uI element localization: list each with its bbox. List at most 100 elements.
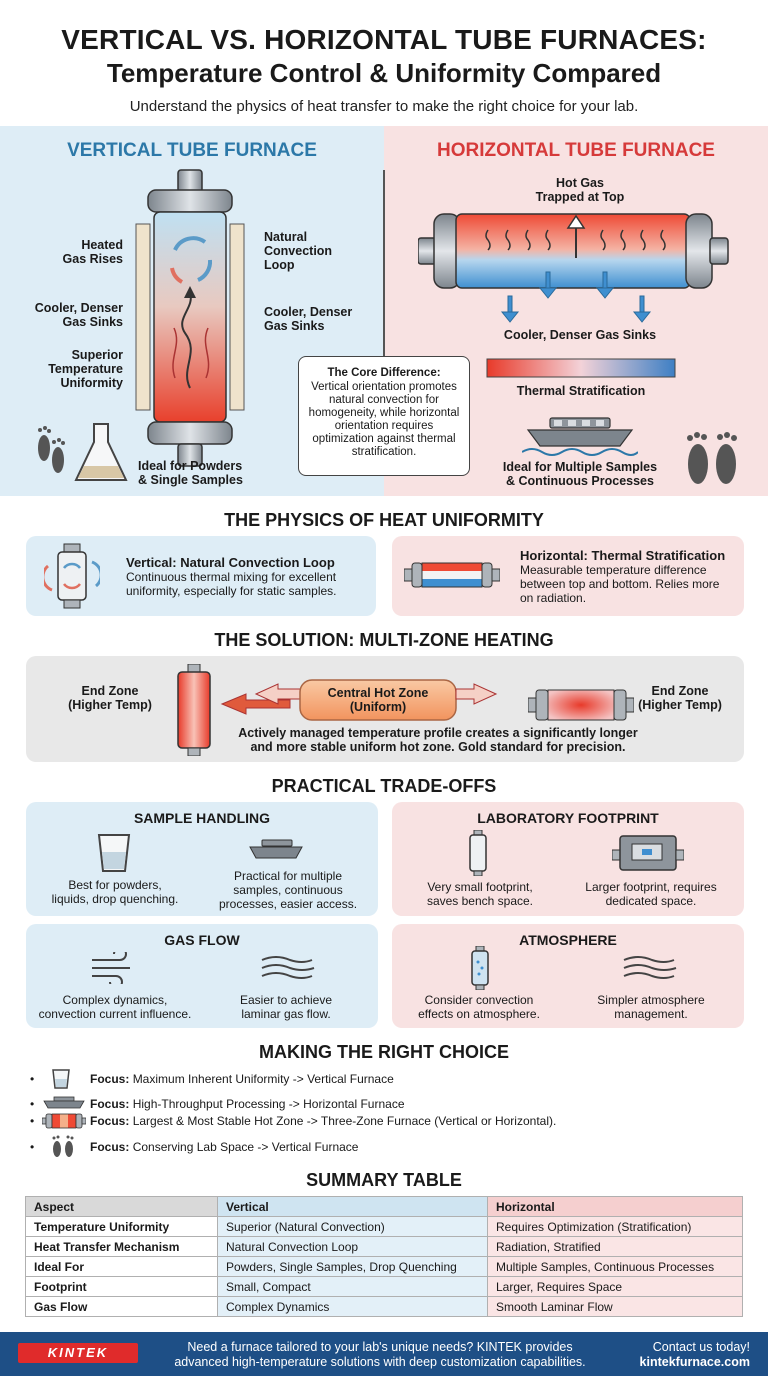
choice-item: Focus: Conserving Lab Space -> Vertical … [90,1140,710,1154]
table-row: Heat Transfer Mechanism Natural Convecti… [25,1236,743,1257]
horizontal-heading: HORIZONTAL TUBE FURNACE [437,140,715,161]
sample-handling-card [26,802,378,916]
turbulent-flow-icon [92,952,130,984]
table-header-row: Aspect Vertical Horizontal [25,1196,743,1217]
sample-handling-title: SAMPLE HANDLING [133,810,271,826]
horizontal-stratification-icon [404,562,500,588]
boat-icon [43,1096,85,1109]
gas-flow-card [26,924,378,1028]
stratification-bar [486,358,676,378]
vertical-furnace-illustration [135,169,245,467]
three-zone-furnace-icon [42,1113,86,1129]
choice-item: • [30,1072,35,1086]
choice-title: MAKING THE RIGHT CHOICE [259,1042,509,1062]
sample-handling-vertical-text: Best for powders, liquids, drop quenchin… [51,878,179,906]
table-cell: Ideal For [25,1256,218,1277]
sample-handling-horizontal-text: Practical for multiple samples, continuo… [218,869,358,911]
end-zone-right-label: End Zone (Higher Temp) [638,684,722,712]
gas-flow-horizontal-text: Easier to achieve laminar gas flow. [239,993,333,1021]
footprint-card [392,802,744,916]
atmosphere-vertical-text: Consider convection effects on atmospher… [418,993,540,1021]
table-cell: Requires Optimization (Stratification) [487,1216,743,1237]
choice-item: Focus: High-Throughput Processing -> Hor… [90,1097,710,1111]
footer-contact[interactable]: Contact us today! kintekfurnace.com [600,1340,750,1370]
table-cell: Complex Dynamics [217,1296,488,1317]
gas-flow-title: GAS FLOW [164,932,240,948]
footer-text: Need a furnace tailored to your lab's un… [174,1340,586,1369]
atmosphere-horizontal-text: Simpler atmosphere management. [597,993,705,1021]
horizontal-furnace-box-icon [612,835,684,871]
beaker-icon [97,834,131,872]
choice-item: • [30,1097,35,1111]
end-zone-left-label: End Zone (Higher Temp) [68,684,152,712]
table-cell: Smooth Laminar Flow [487,1296,743,1317]
choice-item: Focus: Maximum Inherent Uniformity -> Ve… [90,1072,710,1086]
table-cell: Multiple Samples, Continuous Processes [487,1256,743,1277]
vertical-atmosphere-icon [471,946,489,990]
focus-label: Focus: [90,1114,130,1128]
choice-item: • [30,1140,35,1154]
choice-item: Focus: Largest & Most Stable Hot Zone ->… [90,1114,750,1128]
horizontal-ideal-label: Ideal for Multiple Samples & Continuous … [502,460,658,488]
table-cell: Heat Transfer Mechanism [25,1236,218,1257]
website-link[interactable]: kintekfurnace.com [639,1355,750,1369]
atmosphere-title: ATMOSPHERE [519,932,617,948]
central-hot-zone-label: Central Hot Zone (Uniform) [327,686,429,714]
cooler-gas-right-label: Cooler, Denser Gas Sinks [264,305,353,333]
choice-text: Largest & Most Stable Hot Zone -> Three-… [132,1114,557,1128]
page-subtitle: Understand the physics of heat transfer … [129,98,639,115]
stratification-label: Thermal Stratification [516,384,646,398]
table-cell: Radiation, Stratified [487,1236,743,1257]
footprint-title: LABORATORY FOOTPRINT [477,810,659,826]
focus-label: Focus: [90,1072,130,1086]
hot-gas-label: Hot Gas Trapped at Top [535,176,625,204]
physics-horizontal-title: Horizontal: Thermal Stratification [520,548,726,563]
cooler-gas-label: Cooler, Denser Gas Sinks [503,328,657,342]
table-cell: Gas Flow [25,1296,218,1317]
physics-title: THE PHYSICS OF HEAT UNIFORMITY [224,510,544,530]
horizontal-furnace-illustration [418,213,729,323]
choice-text: Conserving Lab Space -> Vertical Furnace [132,1140,359,1154]
table-header: Vertical [217,1196,488,1217]
focus-label: Focus: [90,1097,130,1111]
multizone-vertical-icon [177,664,211,756]
physics-vertical-text: Continuous thermal mixing for excellent … [126,570,337,598]
footprint-vertical-text: Very small footprint, saves bench space. [426,880,534,908]
superior-uniformity-label: Superior Temperature Uniformity [48,348,123,390]
summary-title: SUMMARY TABLE [306,1170,462,1190]
gas-flow-vertical-text: Complex dynamics, convection current inf… [38,993,192,1021]
focus-label: Focus: [90,1140,130,1154]
core-difference-text: Vertical orientation promotes natural co… [308,381,460,458]
physics-vertical-title: Vertical: Natural Convection Loop [126,555,335,570]
table-cell: Small, Compact [217,1276,488,1297]
vertical-heading: VERTICAL TUBE FURNACE [67,140,317,161]
contact-label[interactable]: Contact us today! [652,1340,750,1354]
table-row: Gas Flow Complex Dynamics Smooth Laminar… [25,1296,743,1317]
multizone-text: Actively managed temperature profile cre… [238,726,638,754]
atmosphere-card [392,924,744,1028]
multizone-horizontal-icon [528,689,634,721]
beaker-icon [52,1069,70,1089]
footprint-icon [52,1135,74,1157]
summary-table: Aspect Vertical Horizontal Temperature U… [25,1196,743,1317]
table-cell: Temperature Uniformity [25,1216,218,1237]
atmosphere-flow-icon [623,956,677,979]
table-cell: Superior (Natural Convection) [217,1216,488,1237]
multizone-tube-diagram [220,679,498,721]
physics-horizontal-text: Measurable temperature difference betwee… [520,563,720,605]
choice-item: • [30,1114,35,1128]
table-header: Horizontal [487,1196,743,1217]
laminar-flow-icon [261,956,315,979]
vertical-ideal-label: Ideal for Powders & Single Samples [138,459,243,487]
convection-loop-label: Natural Convection Loop [264,230,333,272]
kintek-logo[interactable]: KINTEK [18,1343,138,1363]
table-row: Footprint Small, Compact Larger, Require… [25,1276,743,1297]
vertical-furnace-small-icon [469,830,487,876]
table-cell: Footprint [25,1276,218,1297]
page-subtitle-heading: Temperature Control & Uniformity Compare… [106,58,662,88]
page-title: VERTICAL VS. HORIZONTAL TUBE FURNACES: [61,24,707,55]
cooler-gas-left-label: Cooler, Denser Gas Sinks [34,301,123,329]
footprint-large-icon [687,432,737,484]
multizone-title: THE SOLUTION: MULTI-ZONE HEATING [214,630,554,650]
table-row: Temperature Uniformity Superior (Natural… [25,1216,743,1237]
